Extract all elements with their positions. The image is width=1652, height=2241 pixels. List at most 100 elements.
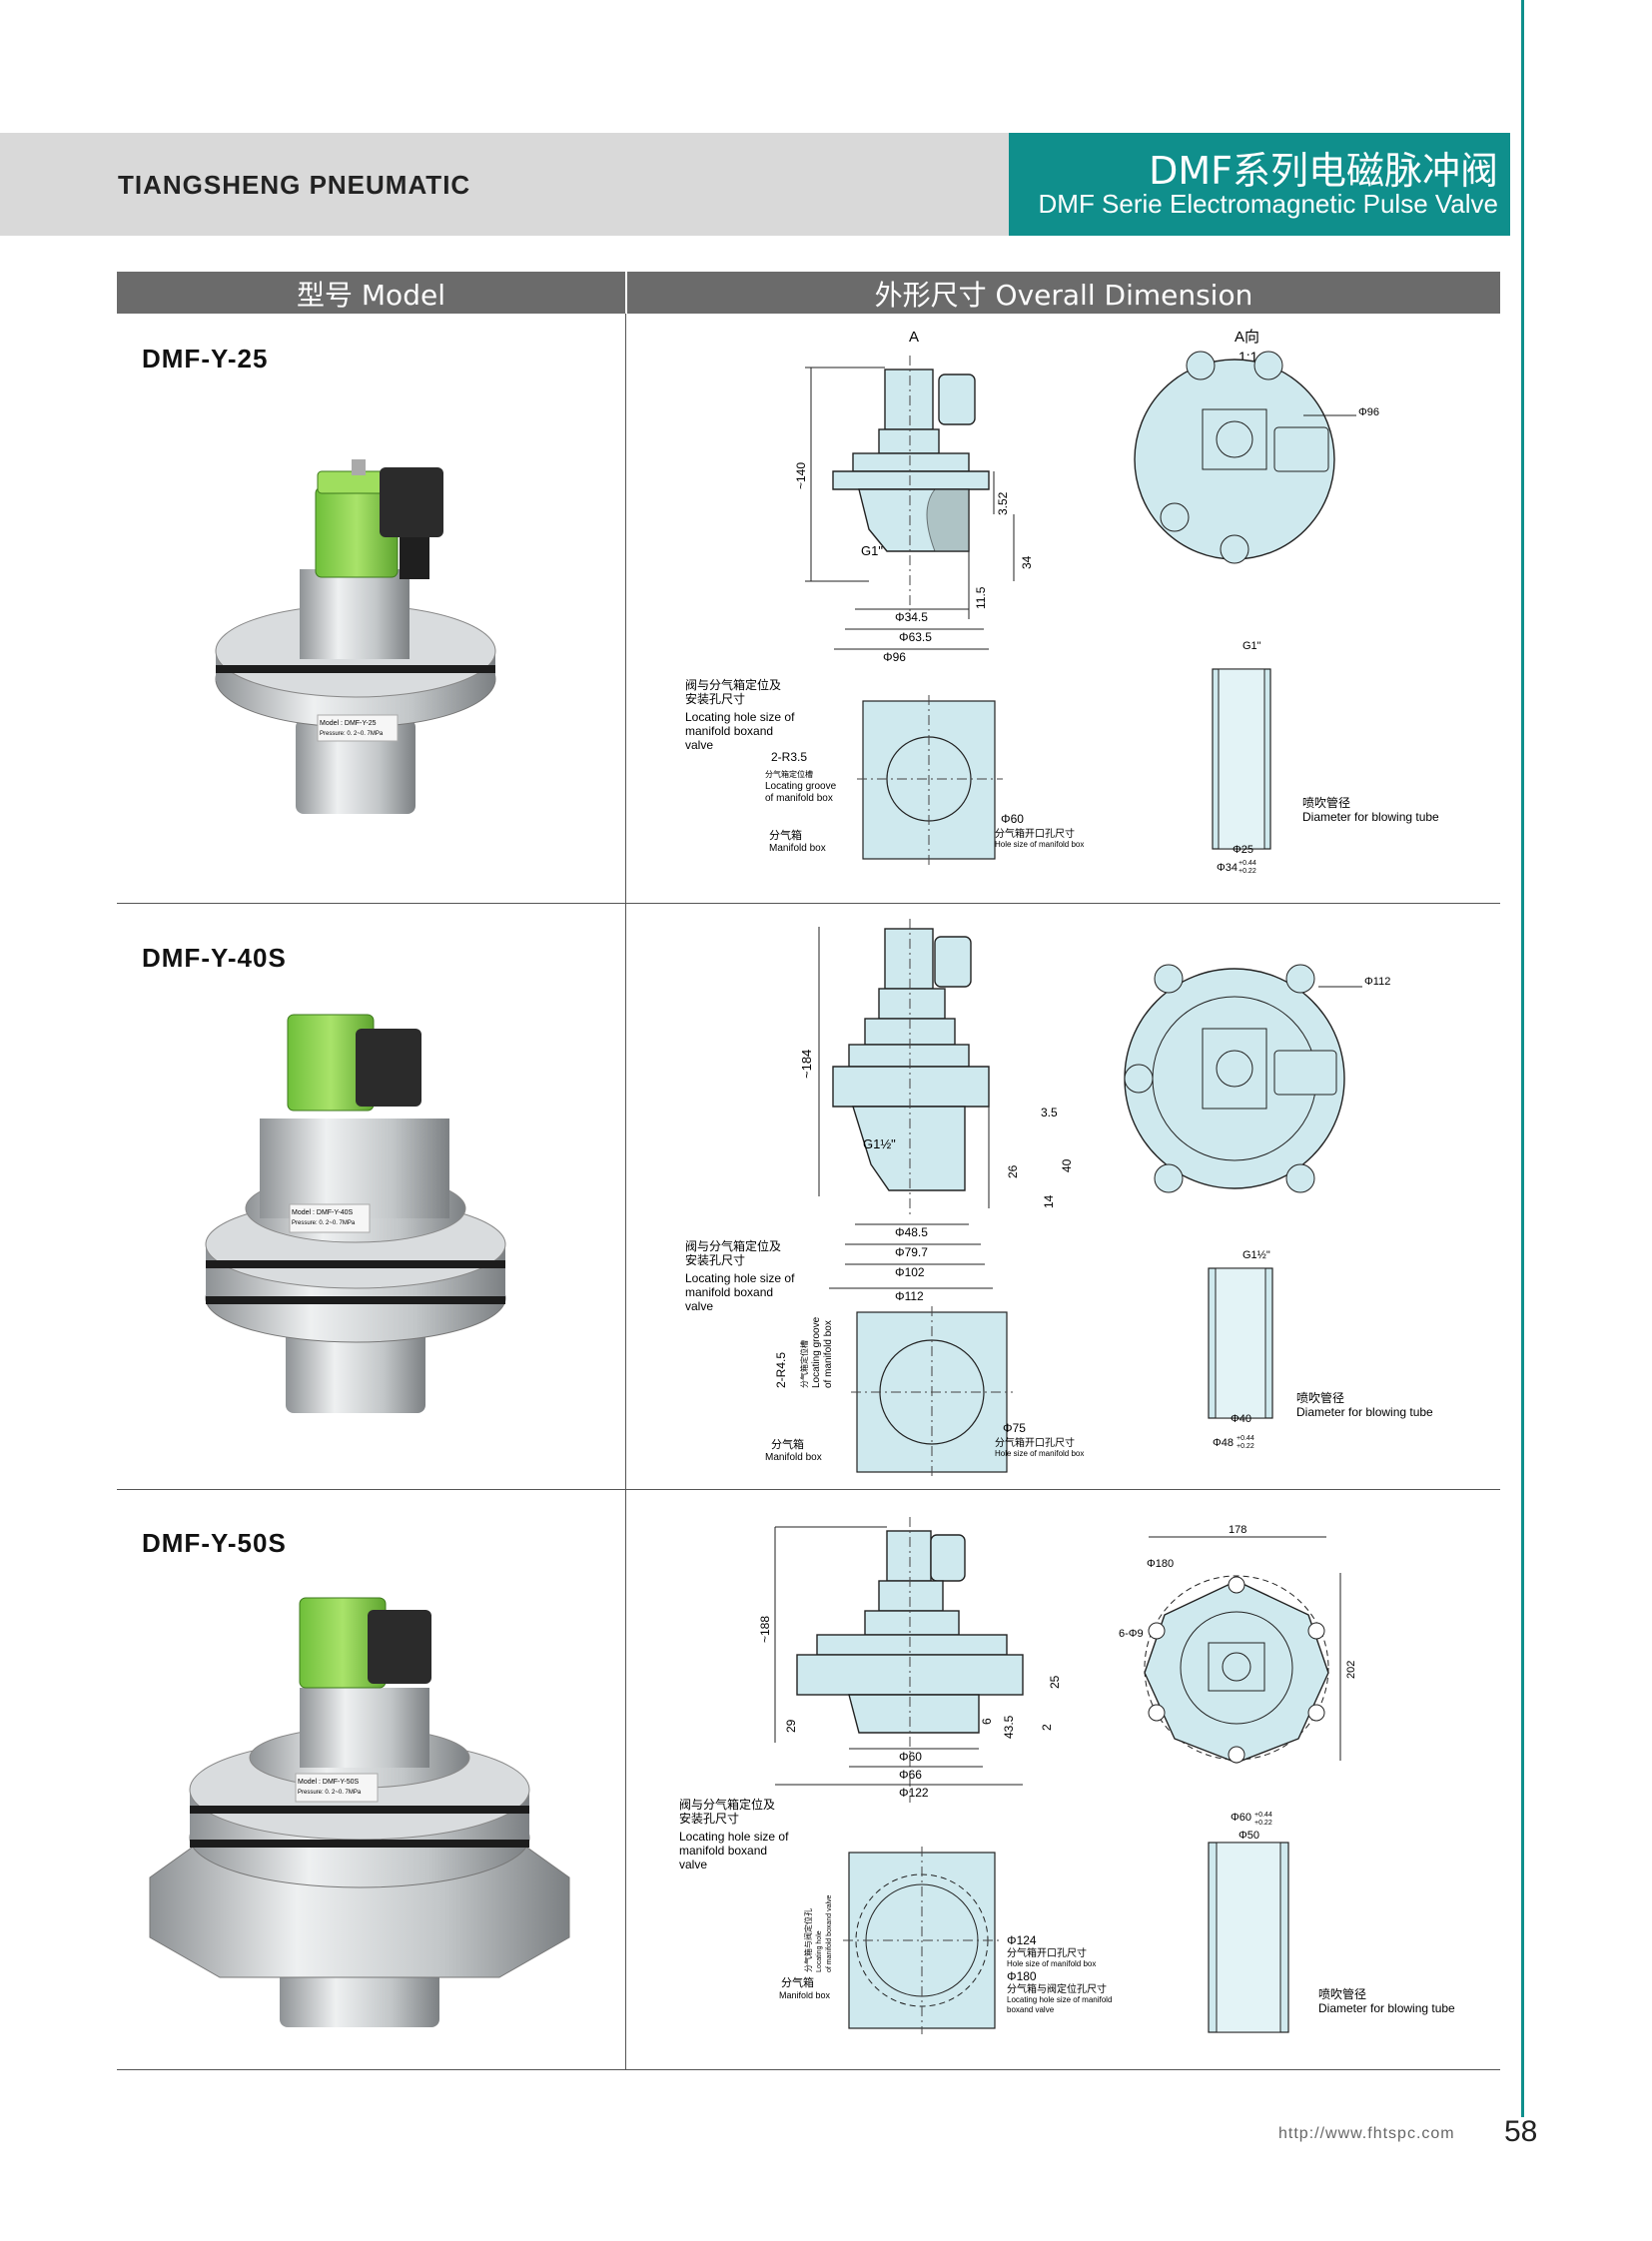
svg-text:G1½": G1½"	[863, 1136, 896, 1151]
svg-text:Locating groove: Locating groove	[765, 781, 837, 792]
row-divider	[117, 1489, 1500, 1490]
svg-text:分气箱: 分气箱	[769, 828, 802, 842]
column-header-dimension: 外形尺寸 Overall Dimension	[874, 279, 1253, 312]
svg-text:of manifold boxand valve: of manifold boxand valve	[826, 1894, 833, 1972]
svg-text:valve: valve	[679, 1858, 707, 1871]
svg-text:Pressure: 0. 2~0. 7MPa: Pressure: 0. 2~0. 7MPa	[298, 1790, 362, 1796]
svg-text:Φ75: Φ75	[1003, 1421, 1026, 1435]
svg-text:Φ79.7: Φ79.7	[895, 1245, 928, 1259]
svg-text:+0.44: +0.44	[1239, 860, 1256, 867]
table-header-divider	[625, 272, 627, 314]
footer-url[interactable]: http://www.fhtspc.com	[1278, 2125, 1455, 2142]
svg-text:+0.44: +0.44	[1254, 1812, 1272, 1819]
svg-text:分气箱开口孔尺寸: 分气箱开口孔尺寸	[1007, 1946, 1087, 1959]
svg-text:G1½": G1½"	[1242, 1249, 1270, 1261]
page-title-en: DMF Serie Electromagnetic Pulse Valve	[1038, 189, 1498, 219]
svg-text:喷吹管径: 喷吹管径	[1296, 1390, 1344, 1405]
view-label: A向	[1235, 329, 1259, 346]
svg-text:6-Φ9: 6-Φ9	[1119, 1628, 1144, 1640]
svg-text:阀与分气箱定位及: 阀与分气箱定位及	[685, 677, 781, 692]
svg-text:+0.22: +0.22	[1237, 1443, 1254, 1450]
svg-text:boxand valve: boxand valve	[1007, 2005, 1055, 2014]
svg-text:Diameter for blowing tube: Diameter for blowing tube	[1302, 810, 1439, 824]
svg-text:阀与分气箱定位及: 阀与分气箱定位及	[685, 1238, 781, 1253]
row-divider	[117, 2069, 1500, 2070]
brand-name: TIANGSHENG PNEUMATIC	[118, 170, 471, 200]
svg-text:分气箱: 分气箱	[771, 1437, 804, 1451]
svg-text:~140: ~140	[794, 462, 808, 489]
svg-text:Φ180: Φ180	[1147, 1558, 1174, 1570]
svg-text:Locating groove: Locating groove	[811, 1316, 822, 1388]
svg-text:喷吹管径: 喷吹管径	[1302, 795, 1350, 810]
svg-text:分气箱开口孔尺寸: 分气箱开口孔尺寸	[995, 827, 1075, 840]
svg-text:of manifold box: of manifold box	[823, 1320, 834, 1388]
svg-text:Pressure: 0. 2~0. 7MPa: Pressure: 0. 2~0. 7MPa	[320, 731, 384, 737]
svg-text:2-R4.5: 2-R4.5	[774, 1352, 788, 1388]
page-title-cn: DMF系列电磁脉冲阀	[1149, 149, 1498, 193]
svg-text:Locating hole size of: Locating hole size of	[685, 1271, 795, 1285]
svg-text:Hole size of manifold box: Hole size of manifold box	[1007, 1959, 1096, 1968]
svg-text:Φ124: Φ124	[1007, 1933, 1037, 1947]
valve-photo-dmf-y-25: Model : DMF-Y-25 Pressure: 0. 2~0. 7MPa	[215, 459, 496, 814]
svg-text:14: 14	[1042, 1194, 1056, 1208]
svg-text:manifold boxand: manifold boxand	[685, 1285, 773, 1299]
column-divider	[625, 314, 626, 2069]
svg-text:valve: valve	[685, 1299, 713, 1313]
svg-text:Φ48.5: Φ48.5	[895, 1225, 928, 1239]
svg-text:Model : DMF-Y-25: Model : DMF-Y-25	[320, 720, 377, 727]
svg-text:分气箱定位槽: 分气箱定位槽	[799, 1340, 809, 1388]
svg-text:6: 6	[980, 1718, 994, 1725]
svg-text:2-R3.5: 2-R3.5	[771, 750, 807, 764]
svg-text:Φ34.5: Φ34.5	[895, 610, 928, 624]
valve-photo-dmf-y-40s: Model : DMF-Y-40S Pressure: 0. 2~0. 7MPa	[205, 1014, 506, 1413]
title-box	[1009, 133, 1510, 236]
svg-text:Φ96: Φ96	[883, 650, 906, 664]
svg-text:阀与分气箱定位及: 阀与分气箱定位及	[679, 1797, 775, 1812]
column-header-model: 型号 Model	[297, 279, 445, 312]
svg-text:Pressure: 0. 2~0. 7MPa: Pressure: 0. 2~0. 7MPa	[292, 1220, 356, 1226]
svg-text:Locating hole: Locating hole	[816, 1930, 823, 1972]
page-number: 58	[1504, 2115, 1538, 2148]
svg-text:Locating hole size of: Locating hole size of	[679, 1830, 789, 1844]
svg-text:Φ60: Φ60	[899, 1750, 922, 1764]
svg-text:25: 25	[1048, 1675, 1062, 1689]
svg-text:安装孔尺寸: 安装孔尺寸	[685, 1252, 745, 1267]
svg-text:Manifold box: Manifold box	[779, 1990, 831, 2000]
svg-text:Φ40: Φ40	[1231, 1413, 1251, 1425]
svg-text:分气箱与阀定位孔: 分气箱与阀定位孔	[803, 1908, 813, 1972]
svg-text:Φ48: Φ48	[1213, 1437, 1234, 1449]
svg-text:11.5: 11.5	[974, 586, 988, 609]
dimension-drawing-dmf-y-40s: ~184 3.5 26 40 14 G1½" Φ48.5 Φ79.7 Φ102 …	[685, 919, 1433, 1478]
svg-text:manifold boxand: manifold boxand	[685, 724, 773, 738]
svg-text:26: 26	[1006, 1164, 1020, 1178]
svg-text:Locating hole size of manifold: Locating hole size of manifold	[1007, 1995, 1112, 2004]
svg-text:+0.44: +0.44	[1237, 1435, 1254, 1442]
svg-text:Φ25: Φ25	[1233, 844, 1253, 856]
svg-text:Locating hole size of: Locating hole size of	[685, 710, 795, 724]
svg-text:29: 29	[784, 1719, 798, 1733]
svg-text:202: 202	[1345, 1661, 1357, 1679]
svg-text:G1": G1"	[1242, 640, 1261, 652]
svg-text:43.5: 43.5	[1002, 1715, 1016, 1739]
model-name: DMF-Y-50S	[142, 1528, 287, 1558]
table-header	[117, 272, 1500, 314]
svg-text:Φ180: Φ180	[1007, 1969, 1037, 1983]
svg-text:34: 34	[1020, 555, 1034, 569]
svg-text:Φ60: Φ60	[1231, 1812, 1251, 1824]
svg-text:+0.22: +0.22	[1254, 1820, 1272, 1827]
svg-text:Φ50: Φ50	[1239, 1830, 1259, 1842]
svg-text:分气箱开口孔尺寸: 分气箱开口孔尺寸	[995, 1436, 1075, 1449]
svg-text:分气箱定位槽: 分气箱定位槽	[765, 769, 813, 779]
svg-text:manifold boxand: manifold boxand	[679, 1844, 767, 1858]
svg-text:~184: ~184	[799, 1050, 814, 1079]
svg-text:Manifold box: Manifold box	[769, 843, 826, 854]
svg-text:分气箱与阀定位孔尺寸: 分气箱与阀定位孔尺寸	[1007, 1982, 1107, 1995]
dimension-drawing-dmf-y-25: A A向 1:1 ~140 3.52 34 11.5 G1" Φ34.5 Φ63…	[685, 329, 1439, 875]
svg-text:+0.22: +0.22	[1239, 868, 1256, 875]
svg-text:Φ60: Φ60	[1001, 812, 1024, 826]
svg-text:40: 40	[1060, 1158, 1074, 1172]
svg-text:安装孔尺寸: 安装孔尺寸	[685, 691, 745, 706]
svg-text:Φ34: Φ34	[1217, 862, 1238, 874]
svg-text:Φ112: Φ112	[1364, 976, 1390, 988]
svg-text:分气箱: 分气箱	[781, 1975, 814, 1989]
